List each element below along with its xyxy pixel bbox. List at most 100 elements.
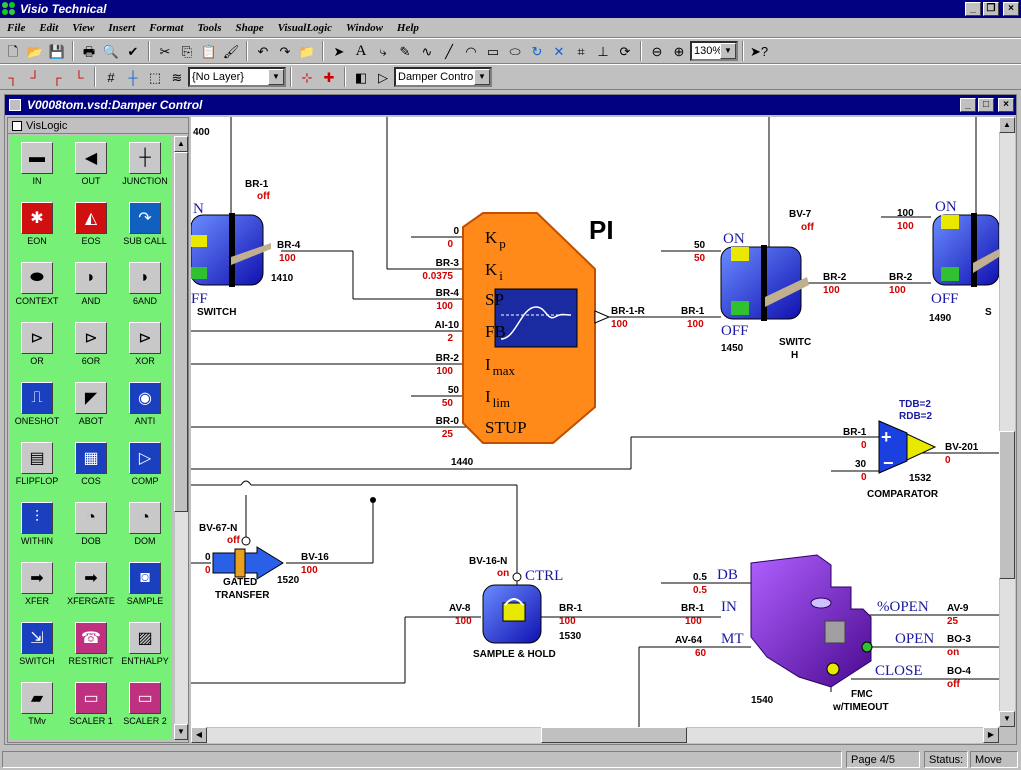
layers-icon[interactable]: ≋ — [171, 69, 183, 85]
scroll-down-icon[interactable]: ▼ — [174, 724, 188, 740]
print-icon[interactable]: 🖶 — [82, 43, 96, 59]
stencil-item-anti[interactable]: ◉ANTI — [118, 382, 172, 442]
open-icon[interactable]: 📂 — [26, 43, 44, 59]
scroll-up-icon[interactable]: ▲ — [999, 117, 1015, 133]
save-icon[interactable]: 💾 — [48, 43, 66, 59]
stencil-item-6or[interactable]: ⊳6OR — [64, 322, 118, 382]
stencil-item-out[interactable]: ◀OUT — [64, 142, 118, 202]
menu-edit[interactable]: Edit — [39, 21, 59, 34]
menu-format[interactable]: Format — [149, 21, 184, 34]
canvas-vertical-scrollbar[interactable]: ▲ ▼ — [999, 117, 1015, 727]
stencil-item-scaler-2[interactable]: ▭SCALER 2 — [118, 682, 172, 740]
previous-page-icon[interactable]: ◧ — [354, 69, 368, 85]
sample-hold-1530[interactable]: CTRL — [482, 568, 563, 644]
stamp-tool-icon[interactable]: ⊥ — [597, 43, 609, 59]
comparator-1532[interactable]: + − — [878, 420, 937, 474]
stencil-item-context[interactable]: ⬬CONTEXT — [10, 262, 64, 322]
grid-icon[interactable]: # — [107, 69, 115, 85]
rectangle-tool-icon[interactable]: ▭ — [486, 43, 500, 59]
stencil-open-icon[interactable]: 📁 — [298, 43, 316, 59]
print-preview-icon[interactable]: 🔍 — [102, 43, 120, 59]
connector-style-3-icon[interactable]: ┌ — [52, 69, 62, 85]
fmc-timeout-1540[interactable] — [750, 554, 873, 688]
stencil-item-xfer[interactable]: ➡XFER — [10, 562, 64, 622]
stencil-item-dom[interactable]: ◔DOM — [118, 502, 172, 562]
zoom-combo[interactable]: 130%▼ — [690, 41, 738, 61]
switch-1450[interactable]: ON OFF — [720, 231, 809, 339]
stencil-item-dob[interactable]: ◔DOB — [64, 502, 118, 562]
chevron-down-icon[interactable]: ▼ — [474, 69, 490, 85]
stencil-item-enthalpy[interactable]: ▨ENTHALPY — [118, 622, 172, 682]
stencil-scroll-thumb[interactable] — [174, 152, 188, 512]
chevron-down-icon[interactable]: ▼ — [268, 69, 284, 85]
pencil-tool-icon[interactable]: ✎ — [399, 43, 411, 59]
restore-button[interactable]: ❐ — [983, 2, 999, 16]
stencil-item-scaler-1[interactable]: ▭SCALER 1 — [64, 682, 118, 740]
connector-style-4-icon[interactable]: └ — [74, 69, 84, 85]
close-button[interactable]: × — [1003, 2, 1019, 16]
pointer-tool-icon[interactable]: ➤ — [333, 43, 345, 59]
freeform-tool-icon[interactable]: ∿ — [421, 43, 433, 59]
stencil-item-oneshot[interactable]: ⎍ONESHOT — [10, 382, 64, 442]
new-icon[interactable]: 🗋 — [7, 43, 19, 59]
crop-tool-icon[interactable]: ⌗ — [577, 43, 585, 59]
connector-tool-icon[interactable]: ⤷ — [379, 43, 387, 59]
format-painter-icon[interactable]: 🖌 — [222, 43, 240, 59]
cut-icon[interactable]: ✂ — [159, 43, 171, 59]
minimize-button[interactable]: _ — [965, 2, 981, 16]
stencil-item-switch[interactable]: ⇲SWITCH — [10, 622, 64, 682]
stencil-item-junction[interactable]: ┼JUNCTION — [118, 142, 172, 202]
arc-tool-icon[interactable]: ◠ — [465, 43, 477, 59]
stencil-item-restrict[interactable]: ☎RESTRICT — [64, 622, 118, 682]
menu-file[interactable]: File — [7, 21, 26, 34]
menu-shape[interactable]: Shape — [235, 21, 264, 34]
stencil-item-eos[interactable]: ◭EOS — [64, 202, 118, 262]
rotate-text-icon[interactable]: ⟳ — [619, 43, 631, 59]
scroll-up-icon[interactable]: ▲ — [174, 136, 188, 152]
switch-1410[interactable]: N FF SWITCH — [191, 201, 271, 318]
text-tool-icon[interactable]: A — [355, 42, 367, 59]
layer-combo[interactable]: {No Layer}▼ — [188, 67, 286, 87]
paste-icon[interactable]: 📋 — [200, 43, 218, 59]
stencil-item-tmv[interactable]: ▰TMv — [10, 682, 64, 740]
menu-window[interactable]: Window — [346, 21, 383, 34]
doc-close-button[interactable]: × — [998, 98, 1014, 112]
menu-insert[interactable]: Insert — [108, 21, 136, 34]
ellipse-tool-icon[interactable]: ⬭ — [509, 43, 521, 59]
stencil-item-cos[interactable]: ▦COS — [64, 442, 118, 502]
stencil-item-or[interactable]: ⊳OR — [10, 322, 64, 382]
menu-tools[interactable]: Tools — [197, 21, 222, 34]
stencil-item-flipflop[interactable]: ▤FLIPFLOP — [10, 442, 64, 502]
horizontal-scroll-thumb[interactable] — [541, 727, 687, 743]
stencil-item-and[interactable]: ◗AND — [64, 262, 118, 322]
stencil-scrollbar[interactable]: ▲ ▼ — [174, 136, 188, 740]
scroll-left-icon[interactable]: ◀ — [191, 727, 207, 743]
menu-view[interactable]: View — [72, 21, 95, 34]
gated-transfer-1520[interactable] — [212, 536, 284, 580]
menu-visuallogic[interactable]: VisualLogic — [277, 21, 333, 34]
doc-maximize-button[interactable]: □ — [978, 98, 994, 112]
chevron-down-icon[interactable]: ▼ — [720, 43, 736, 59]
stencil-item-sub-call[interactable]: ↷SUB CALL — [118, 202, 172, 262]
connector-style-2-icon[interactable]: ┘ — [30, 69, 40, 85]
select-group-icon[interactable]: ⊹ — [301, 69, 313, 85]
stencil-item-abot[interactable]: ◤ABOT — [64, 382, 118, 442]
doc-minimize-button[interactable]: _ — [960, 98, 976, 112]
menu-help[interactable]: Help — [396, 21, 419, 34]
guides-icon[interactable]: ┼ — [128, 69, 138, 85]
stencil-item-eon[interactable]: ✱EON — [10, 202, 64, 262]
line-tool-icon[interactable]: ╱ — [445, 43, 453, 59]
stencil-item-xor[interactable]: ⊳XOR — [118, 322, 172, 382]
add-point-icon[interactable]: ✚ — [323, 69, 335, 85]
help-pointer-icon[interactable]: ➤? — [749, 43, 769, 59]
vertical-scroll-thumb[interactable] — [999, 431, 1015, 579]
stencil-item-in[interactable]: ▬IN — [10, 142, 64, 202]
page-combo[interactable]: Damper Control▼ — [394, 67, 492, 87]
spelling-icon[interactable]: ✔ — [127, 43, 139, 59]
undo-icon[interactable]: ↶ — [257, 43, 269, 59]
next-page-icon[interactable]: ▷ — [378, 69, 388, 85]
switch-1490[interactable]: ON OFF S — [931, 199, 999, 318]
copy-icon[interactable]: ⎘ — [181, 43, 193, 59]
connection-point-icon[interactable]: ✕ — [553, 43, 565, 59]
scroll-right-icon[interactable]: ▶ — [983, 727, 999, 743]
